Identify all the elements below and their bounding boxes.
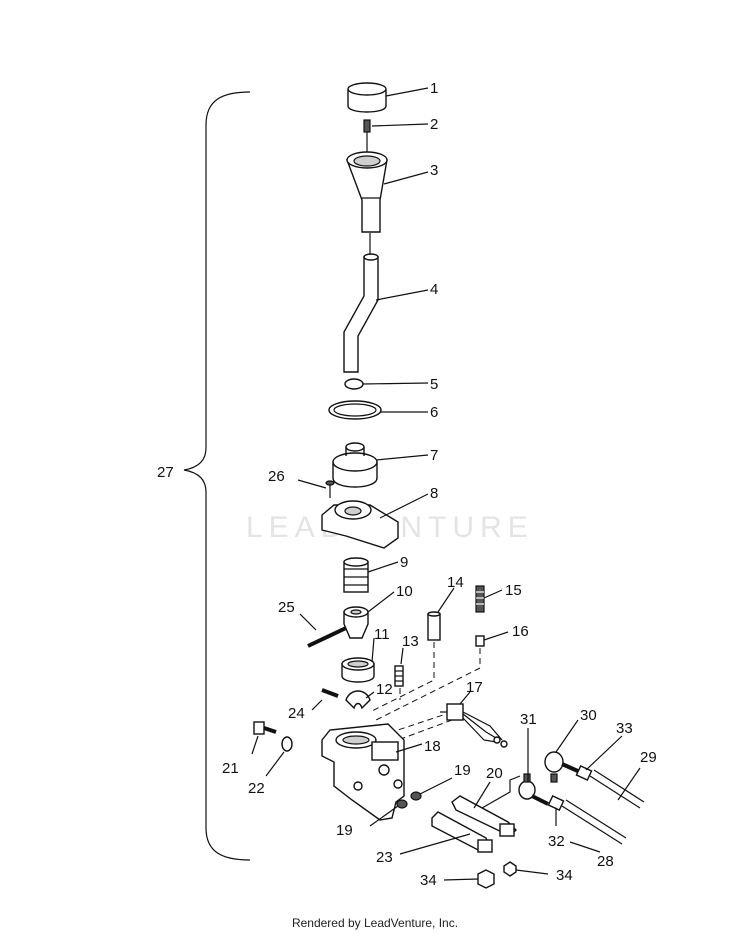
- plunger-part: [427, 611, 441, 641]
- assembly-dashed-guides: [369, 642, 481, 746]
- callout-5: 5: [430, 376, 438, 393]
- callout-13: 13: [402, 633, 419, 650]
- shifter-housing-part: [321, 723, 405, 821]
- shift-shaft-lower-part: [431, 811, 493, 853]
- callout-9: 9: [400, 554, 408, 571]
- pivot-ball-part: [343, 606, 369, 639]
- neutral-switch-part: [440, 703, 508, 748]
- ball-joint-rear-part: [544, 751, 581, 783]
- housing-bolt-part: [253, 721, 277, 735]
- callout-28: 28: [597, 853, 614, 870]
- callout-6: 6: [430, 404, 438, 421]
- callout-30: 30: [580, 707, 597, 724]
- callout-16: 16: [512, 623, 529, 640]
- shift-handle-part: [345, 151, 388, 233]
- knob-cap-part: [347, 82, 387, 113]
- roll-pin-part: [307, 626, 347, 648]
- retainer-clip-part: [345, 690, 371, 710]
- jam-nut-front-part: [547, 795, 565, 811]
- stud-nut-part: [475, 635, 485, 647]
- threaded-stud-part: [475, 585, 485, 613]
- callout-leaders: [251, 87, 641, 881]
- detent-spring-part: [394, 665, 404, 687]
- linkage-bracket-outline: [481, 775, 521, 809]
- callout-23: 23: [376, 849, 393, 866]
- callout-25: 25: [278, 599, 295, 616]
- hex-nut-upper-part: [503, 861, 517, 877]
- callout-17: 17: [466, 679, 483, 696]
- hex-nut-lower-part: [477, 869, 495, 889]
- callout-labels: 1 2 3 4 5 6 7 8 9 10 11 12 13 14 15 16 1…: [157, 80, 657, 889]
- set-screw-part: [363, 119, 371, 152]
- callout-34-right: 34: [556, 867, 573, 884]
- pivot-cup-part: [341, 657, 375, 683]
- callout-34-left: 34: [420, 872, 437, 889]
- callout-3: 3: [430, 162, 438, 179]
- callout-11: 11: [374, 626, 390, 643]
- callout-24: 24: [288, 705, 305, 722]
- callout-19-lower: 19: [336, 822, 353, 839]
- lever-washer-part: [344, 378, 364, 390]
- callout-22: 22: [248, 780, 265, 797]
- callout-10: 10: [396, 583, 413, 600]
- mount-screw-part: [325, 480, 335, 498]
- callout-8: 8: [430, 485, 438, 502]
- shift-boot-part: [332, 442, 378, 488]
- callout-18: 18: [424, 738, 441, 755]
- callout-14: 14: [447, 574, 464, 591]
- bolt-washer-part: [281, 736, 293, 752]
- callout-15: 15: [505, 582, 522, 599]
- o-ring-part: [328, 400, 382, 420]
- callout-33: 33: [616, 720, 633, 737]
- detent-pin-part: [321, 688, 339, 698]
- callout-1: 1: [430, 80, 438, 97]
- footer-credit: Rendered by LeadVenture, Inc.: [291, 916, 459, 930]
- callout-4: 4: [430, 281, 438, 298]
- callout-20: 20: [486, 765, 503, 782]
- shift-shaft-upper-part: [451, 795, 517, 837]
- jam-nut-rear-part: [575, 765, 593, 781]
- shift-rod-rear-part: [589, 769, 645, 809]
- shift-lever-part: [343, 253, 379, 373]
- shift-rod-front-part: [561, 799, 627, 845]
- callout-32: 32: [548, 833, 565, 850]
- ball-joint-front-part: [518, 773, 549, 806]
- assembly-brace: [183, 91, 251, 861]
- callout-12: 12: [376, 681, 393, 698]
- callout-21: 21: [222, 760, 239, 777]
- callout-31: 31: [520, 711, 537, 728]
- callout-19-upper: 19: [454, 762, 471, 779]
- callout-2: 2: [430, 116, 438, 133]
- spring-part: [343, 557, 369, 593]
- callout-26: 26: [268, 468, 285, 485]
- callout-27: 27: [157, 464, 174, 481]
- callout-29: 29: [640, 749, 657, 766]
- callout-7: 7: [430, 447, 438, 464]
- shaft-seal-lower-part: [396, 799, 408, 809]
- shaft-seal-upper-part: [410, 791, 422, 801]
- housing-plate-part: [321, 500, 399, 549]
